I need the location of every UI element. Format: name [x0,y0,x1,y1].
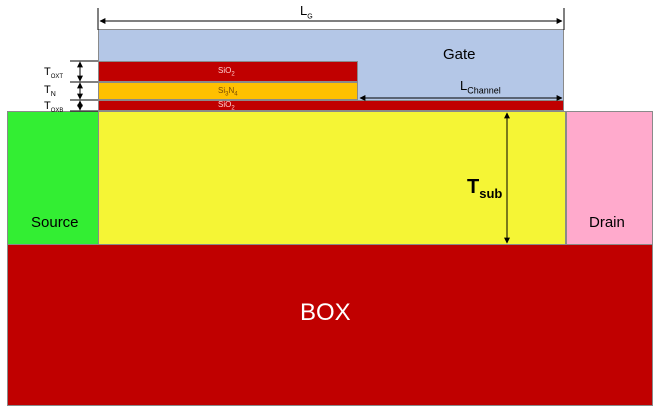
tsub-label: Tsub [467,176,503,201]
source-label: Source [31,214,79,231]
lchannel-label: LChannel [460,78,501,96]
top-oxide-label: SiO2 [218,66,235,78]
box-label: BOX [300,299,351,326]
toxt-label: TOXT [44,66,64,81]
lg-label: LG [300,3,313,21]
box-region [7,244,653,406]
nitride-layer [98,82,358,100]
toxb-label: TOXB [44,100,64,115]
bottom-oxide-layer [98,100,564,111]
nitride-label: Si3N4 [218,86,238,98]
gate-label: Gate [443,46,476,63]
drain-label: Drain [589,214,625,231]
top-oxide-layer [98,61,358,82]
bottom-oxide-label: SiO2 [218,100,235,112]
tn-label: TN [44,84,56,99]
